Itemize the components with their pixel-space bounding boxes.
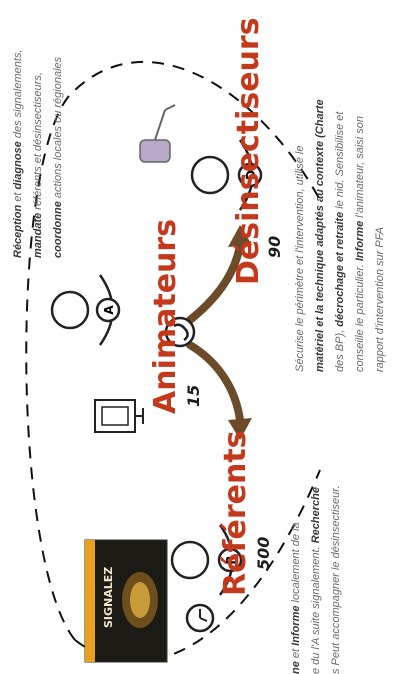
animateur-avatar-icon: A	[50, 274, 121, 346]
description-referents: ne et Informe localement de la e du l'A …	[290, 485, 342, 674]
poster-title: SIGNALEZ	[102, 566, 115, 628]
dashed-network-ring	[25, 61, 321, 641]
signalez-poster	[84, 539, 168, 663]
animateur-badge-letter: A	[102, 305, 116, 315]
phone-icon	[164, 316, 196, 348]
referent-badge-letter: R	[224, 555, 238, 564]
role-referents-label: Référents	[218, 430, 253, 596]
role-desinsectiseurs-label: Désinsectiseurs	[231, 17, 266, 285]
clock-icon	[185, 603, 215, 633]
description-animateurs: Réception et diagnose des signalements, …	[12, 49, 64, 259]
arrow-to-desinsectiseurs	[186, 241, 244, 324]
arrow-head-referents	[228, 418, 252, 440]
description-desinsectiseurs: Sécurise le périmètre et l'intervention,…	[294, 99, 386, 372]
role-referents-count: 500	[254, 536, 273, 570]
role-animateurs-label: Animateurs	[148, 218, 183, 414]
referent-avatar-icon: R	[170, 524, 243, 596]
computer-monitor-icon	[94, 399, 144, 433]
role-desinsectiseurs-count: 90	[265, 235, 284, 258]
arrow-head-desinsectiseurs	[228, 225, 252, 247]
role-animateurs-count: 15	[184, 384, 203, 407]
arrow-to-referents	[186, 341, 244, 424]
desinsectiseur-avatar-icon: D	[190, 139, 263, 211]
sprayer-icon	[139, 104, 176, 163]
desinsectiseur-badge-letter: D	[244, 170, 258, 180]
